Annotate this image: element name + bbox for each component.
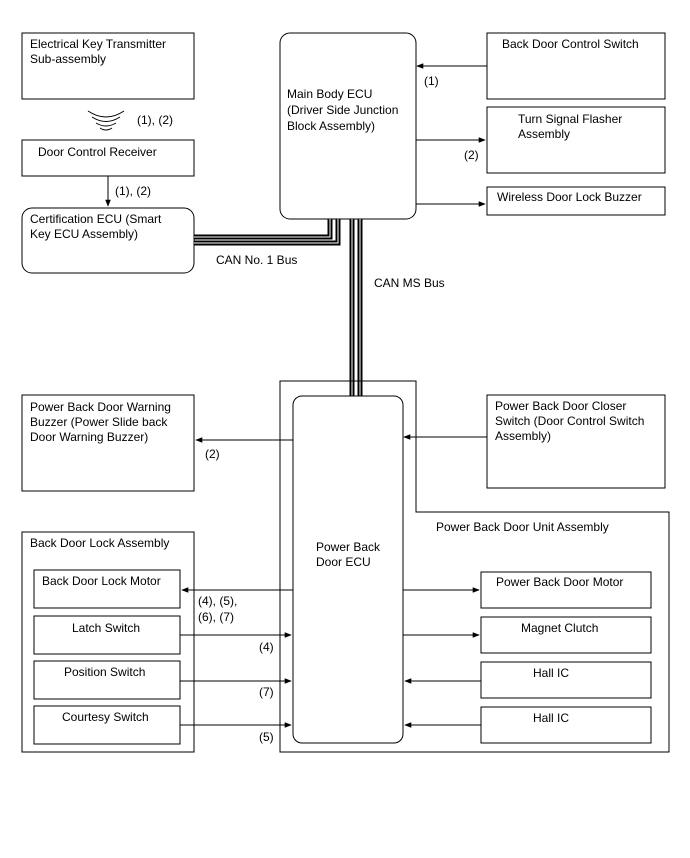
hall-ic-2-label: Hall IC <box>533 711 569 725</box>
warning-buzzer-signal-label: (2) <box>205 447 220 461</box>
turn-signal-flasher-label-1: Turn Signal Flasher <box>518 112 622 126</box>
door-control-receiver-block: Door Control Receiver <box>21 139 195 177</box>
back-door-lock-motor-block: Back Door Lock Motor <box>33 569 181 609</box>
magnet-clutch-label: Magnet Clutch <box>521 621 598 635</box>
main-body-ecu-label-3: Block Assembly) <box>287 119 375 133</box>
turn-signal-flasher-block: Turn Signal Flasher Assembly <box>486 106 666 174</box>
key-transmitter-label-2: Sub-assembly <box>30 52 106 66</box>
hall-ic-2-block: Hall IC <box>480 706 652 744</box>
can-ms-bus-label: CAN MS Bus <box>374 276 445 290</box>
magnet-clutch-block: Magnet Clutch <box>480 616 652 654</box>
warning-buzzer-label-2: Buzzer (Power Slide back <box>30 415 168 429</box>
main-body-ecu-label-2: (Driver Side Junction <box>287 103 398 117</box>
closer-switch-label-3: Assembly) <box>495 429 551 443</box>
door-control-receiver-label: Door Control Receiver <box>38 145 157 159</box>
main-body-ecu-block: Main Body ECU (Driver Side Junction Bloc… <box>279 32 417 220</box>
back-door-switch-signal-label: (1) <box>424 74 439 88</box>
power-back-door-unit-assembly-label: Power Back Door Unit Assembly <box>436 520 609 534</box>
latch-switch-block: Latch Switch <box>33 615 181 655</box>
courtesy-switch-label: Courtesy Switch <box>62 710 149 724</box>
back-door-lock-motor-label: Back Door Lock Motor <box>42 574 161 588</box>
certification-ecu-label-2: Key ECU Assembly) <box>30 227 138 241</box>
latch-signal-label: (4) <box>259 640 274 654</box>
latch-switch-label: Latch Switch <box>72 621 140 635</box>
wireless-door-lock-buzzer-block: Wireless Door Lock Buzzer <box>486 186 666 216</box>
wireless-signal-icon <box>87 110 125 131</box>
power-back-door-closer-switch-block: Power Back Door Closer Switch (Door Cont… <box>486 394 666 489</box>
back-door-control-switch-label: Back Door Control Switch <box>502 37 639 51</box>
can-no1-bus-label: CAN No. 1 Bus <box>216 253 297 267</box>
power-back-door-ecu-block: Power Back Door ECU <box>292 395 404 744</box>
warning-buzzer-label-3: Door Warning Buzzer) <box>30 430 148 444</box>
lock-motor-label-2: (6), (7) <box>198 610 234 624</box>
turn-signal-label: (2) <box>464 148 479 162</box>
power-back-door-ecu-label-2: Door ECU <box>316 555 371 569</box>
certification-ecu-label-1: Certification ECU (Smart <box>30 212 162 226</box>
position-switch-label: Position Switch <box>64 665 145 679</box>
courtesy-signal-label: (5) <box>259 730 274 744</box>
wireless-door-lock-buzzer-label: Wireless Door Lock Buzzer <box>497 190 642 204</box>
courtesy-switch-block: Courtesy Switch <box>33 705 181 745</box>
can-ms-bus <box>349 219 363 396</box>
can-no1-bus <box>194 219 341 246</box>
main-body-ecu-label-1: Main Body ECU <box>287 87 372 101</box>
power-back-door-unit-assembly-outline <box>279 380 670 753</box>
power-back-door-ecu-label-1: Power Back <box>316 540 381 554</box>
key-transmitter-label-1: Electrical Key Transmitter <box>30 37 166 51</box>
warning-buzzer-label-1: Power Back Door Warning <box>30 400 171 414</box>
lock-motor-label-1: (4), (5), <box>198 594 237 608</box>
power-back-door-motor-label: Power Back Door Motor <box>496 575 623 589</box>
position-switch-block: Position Switch <box>33 660 181 700</box>
hall-ic-1-block: Hall IC <box>480 661 652 699</box>
key-transmitter-block: Electrical Key Transmitter Sub-assembly <box>21 32 195 100</box>
wireless-signal-label: (1), (2) <box>137 113 173 127</box>
certification-ecu-block: Certification ECU (Smart Key ECU Assembl… <box>21 207 195 274</box>
power-back-door-warning-buzzer-block: Power Back Door Warning Buzzer (Power Sl… <box>21 394 195 492</box>
position-signal-label: (7) <box>259 685 274 699</box>
back-door-control-switch-block: Back Door Control Switch <box>486 32 666 100</box>
turn-signal-flasher-label-2: Assembly <box>518 127 570 141</box>
closer-switch-label-2: Switch (Door Control Switch <box>495 414 644 428</box>
back-door-lock-assembly-label: Back Door Lock Assembly <box>30 536 169 550</box>
power-back-door-motor-block: Power Back Door Motor <box>480 571 652 609</box>
receiver-to-cert-label: (1), (2) <box>115 184 151 198</box>
closer-switch-label-1: Power Back Door Closer <box>495 399 626 413</box>
hall-ic-1-label: Hall IC <box>533 666 569 680</box>
